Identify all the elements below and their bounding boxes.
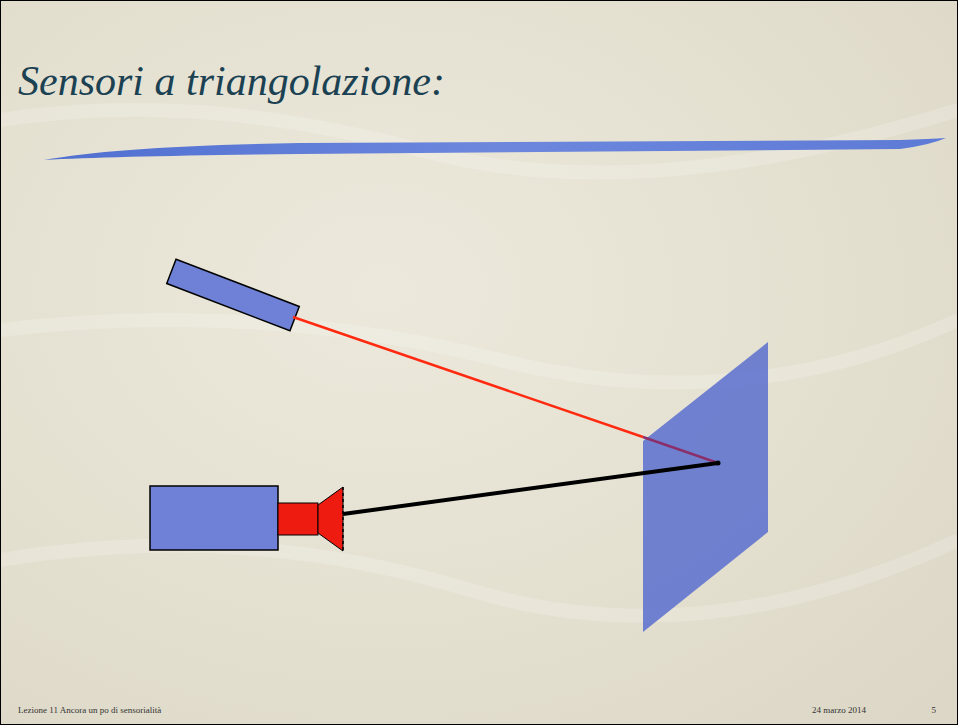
- laser-beam: [293, 317, 643, 437]
- marble-texture: [0, 110, 958, 616]
- line-of-sight: [343, 463, 718, 514]
- camera-lens: [278, 503, 318, 535]
- light-spot: [716, 461, 721, 466]
- laser-beam-on-surface: [643, 437, 718, 463]
- title-bar: [44, 138, 946, 160]
- slide-number: 5: [932, 706, 937, 715]
- laser-emitter: [167, 259, 300, 331]
- camera-body: [150, 486, 278, 550]
- footer-date: 24 marzo 2014: [812, 706, 866, 715]
- lens-hood: [318, 487, 343, 551]
- slide-title: Sensori a triangolazione:: [18, 58, 445, 104]
- target-surface: [643, 342, 768, 632]
- footer-lecture: Lezione 11 Ancora un po di sensorialità: [18, 706, 161, 715]
- lens-aperture: [342, 487, 344, 551]
